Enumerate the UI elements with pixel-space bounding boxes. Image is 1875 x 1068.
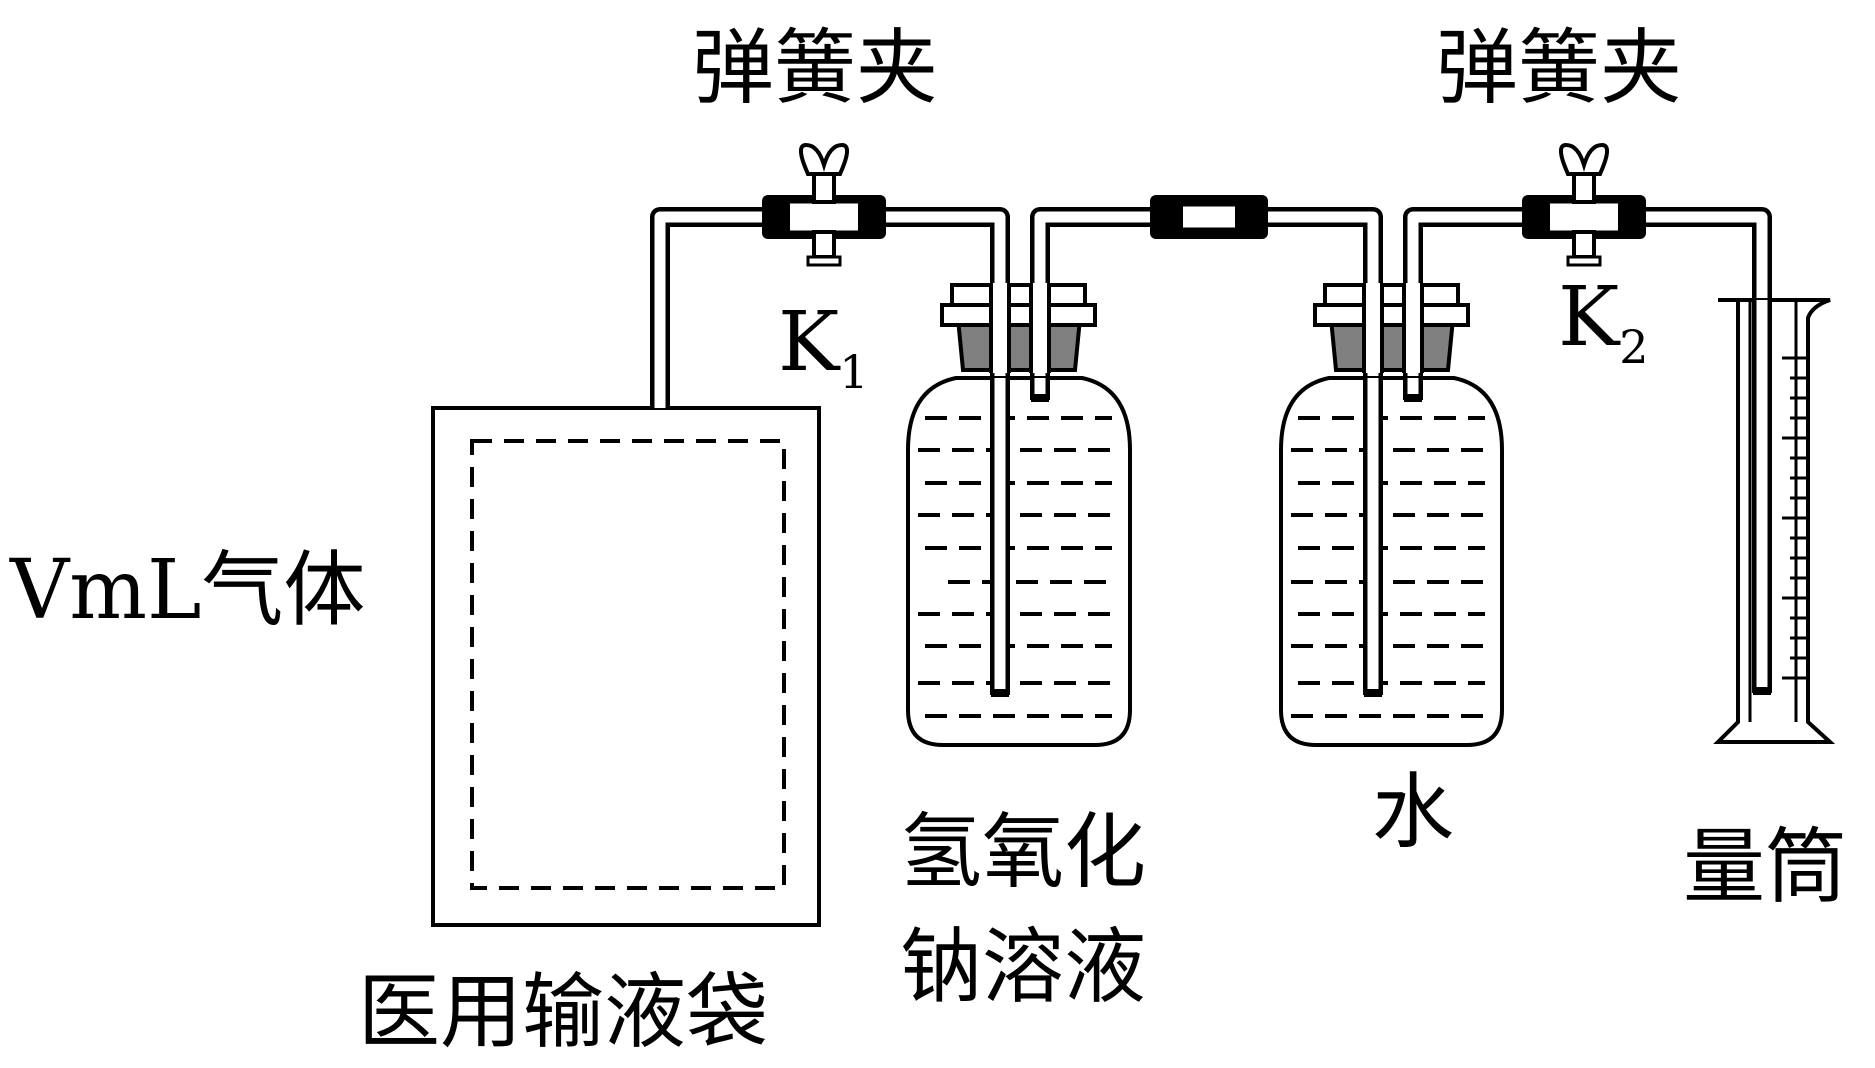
naoh-bottle bbox=[906, 283, 1132, 747]
iv-bag bbox=[431, 406, 821, 927]
label-k1-subscript: 1 bbox=[839, 345, 868, 399]
label-clamp-left: 弹簧夹 bbox=[692, 21, 938, 116]
spring-clamp-k2[interactable] bbox=[1522, 142, 1646, 267]
water-dashes bbox=[1291, 416, 1492, 718]
clamp-k1-wingnut bbox=[799, 142, 849, 176]
naoh-solution-dashes bbox=[918, 416, 1120, 718]
label-naoh-line2: 钠溶液 bbox=[900, 920, 1146, 1015]
spring-clamp-k1[interactable] bbox=[762, 142, 886, 267]
clamp-k2-wingnut bbox=[1559, 142, 1609, 176]
water-bottle-body bbox=[1279, 376, 1504, 747]
water-bottle-stopper-top bbox=[1323, 283, 1460, 307]
naoh-bottle-body bbox=[906, 376, 1132, 747]
naoh-bottle-stopper-top bbox=[950, 283, 1087, 307]
label-water: 水 bbox=[1372, 765, 1454, 860]
label-k2: K2 bbox=[1558, 270, 1649, 374]
label-k1: K1 bbox=[778, 295, 869, 399]
middle-rubber-connector bbox=[1150, 195, 1268, 239]
naoh-bottle-stopper-rim bbox=[940, 303, 1097, 327]
label-naoh-line1: 氢氧化 bbox=[900, 805, 1146, 900]
water-bottle-stopper-rim bbox=[1313, 303, 1470, 327]
graduated-cylinder bbox=[1713, 298, 1836, 744]
water-bottle bbox=[1279, 283, 1504, 747]
label-gas-volume: VmL气体 bbox=[9, 543, 365, 638]
label-k2-letter: K bbox=[1558, 270, 1621, 365]
label-k1-letter: K bbox=[778, 295, 841, 390]
cylinder-body bbox=[1713, 298, 1836, 744]
label-k2-subscript: 2 bbox=[1619, 320, 1648, 374]
iv-bag-outline bbox=[431, 406, 821, 927]
label-cylinder: 量筒 bbox=[1683, 820, 1847, 915]
cylinder-graduations bbox=[1782, 356, 1808, 680]
label-iv-bag: 医用输液袋 bbox=[358, 965, 768, 1060]
label-clamp-right: 弹簧夹 bbox=[1436, 21, 1682, 116]
iv-bag-inner-dashed bbox=[470, 439, 786, 890]
